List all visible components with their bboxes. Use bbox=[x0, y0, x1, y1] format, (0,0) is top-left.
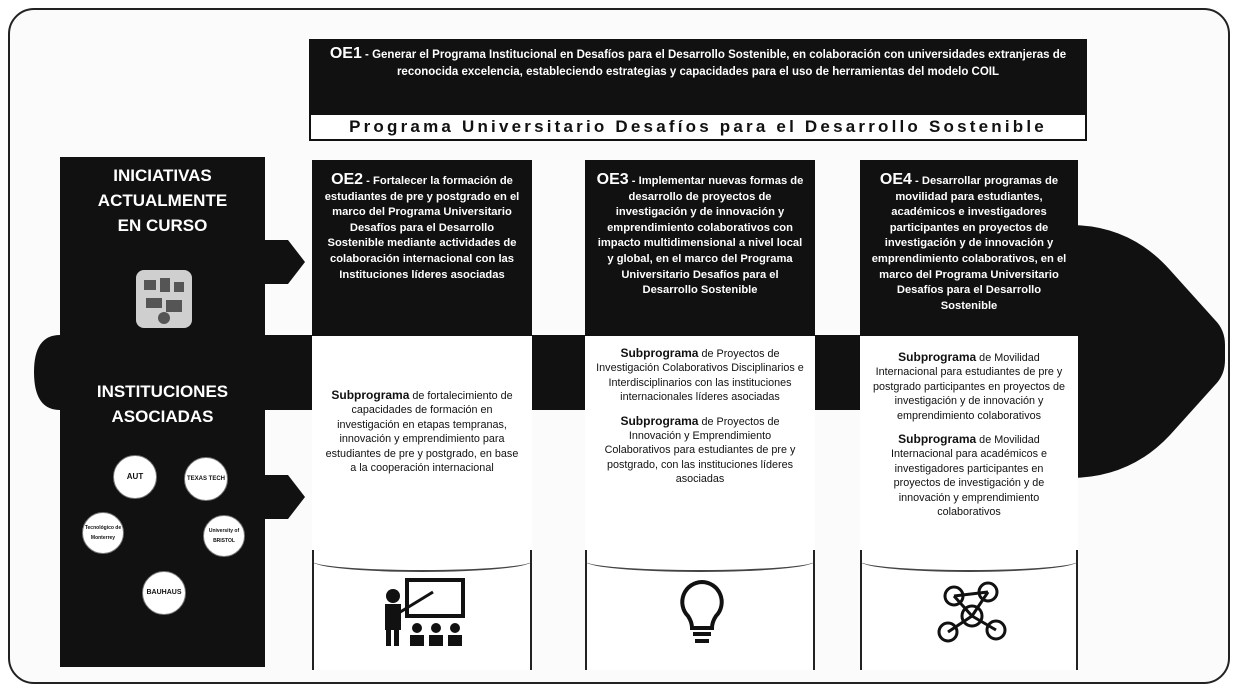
oe4-subprograms: Subprograma de Movilidad Internacional p… bbox=[860, 336, 1078, 550]
logo-aut: AUT bbox=[113, 455, 157, 499]
oe3-subprograms: Subprograma de Proyectos de Investigació… bbox=[585, 336, 815, 550]
oe1-box: OE1 - Generar el Programa Institucional … bbox=[309, 39, 1087, 113]
network-people-icon bbox=[937, 581, 1007, 643]
oe3-icon-box bbox=[585, 550, 815, 670]
oe4-text: - Desarrollar programas de movilidad par… bbox=[871, 175, 1067, 312]
oe4-subprogram-1: Subprograma de Movilidad Internacional p… bbox=[872, 350, 1066, 422]
oe2-text: - Fortalecer la formación de estudiantes… bbox=[324, 175, 520, 281]
oe2-subprogram-1: Subprograma de fortalecimiento de capaci… bbox=[325, 388, 519, 475]
logo-tec-monterrey: Tecnológico de Monterrey bbox=[82, 512, 124, 554]
oe1-code: OE1 bbox=[329, 45, 362, 62]
oe4-subprogram-2: Subprograma de Movilidad Internacional p… bbox=[890, 432, 1048, 519]
oe4-box: OE4 - Desarrollar programas de movilidad… bbox=[860, 160, 1078, 336]
oe4-icon-box bbox=[860, 550, 1078, 670]
oe2-subprograms: Subprograma de fortalecimiento de capaci… bbox=[312, 336, 532, 550]
oe3-subprogram-2: Subprograma de Proyectos de Innovación y… bbox=[604, 413, 796, 486]
oe2-code: OE2 bbox=[331, 171, 364, 188]
oe3-box: OE3 - Implementar nuevas formas de desar… bbox=[585, 160, 815, 336]
oe2-box: OE2 - Fortalecer la formación de estudia… bbox=[312, 160, 532, 336]
initiatives-heading: INICIATIVAS ACTUALMENTE EN CURSO bbox=[97, 166, 228, 235]
oe4-code: OE4 bbox=[879, 171, 912, 188]
logo-texas-tech: TEXAS TECH bbox=[184, 457, 228, 501]
oe3-subprogram-1: Subprograma de Proyectos de Investigació… bbox=[596, 346, 804, 404]
oe2-icon-box bbox=[312, 550, 532, 670]
logo-bristol: University of BRISTOL bbox=[203, 515, 245, 557]
oe1-text: - Generar el Programa Institucional en D… bbox=[361, 49, 1067, 78]
institutions-heading: INSTITUCIONES ASOCIADAS bbox=[96, 382, 229, 426]
lightbulb-icon bbox=[680, 579, 724, 643]
university-seal-icon bbox=[136, 270, 192, 328]
logo-bauhaus: BAUHAUS bbox=[142, 571, 186, 615]
oe3-code: OE3 bbox=[596, 171, 629, 188]
sidebar: INICIATIVAS ACTUALMENTE EN CURSO INSTITU… bbox=[60, 157, 265, 667]
program-title: Programa Universitario Desafíos para el … bbox=[309, 113, 1087, 141]
teacher-presentation-icon bbox=[385, 578, 465, 646]
oe3-text: - Implementar nuevas formas de desarroll… bbox=[597, 175, 804, 297]
